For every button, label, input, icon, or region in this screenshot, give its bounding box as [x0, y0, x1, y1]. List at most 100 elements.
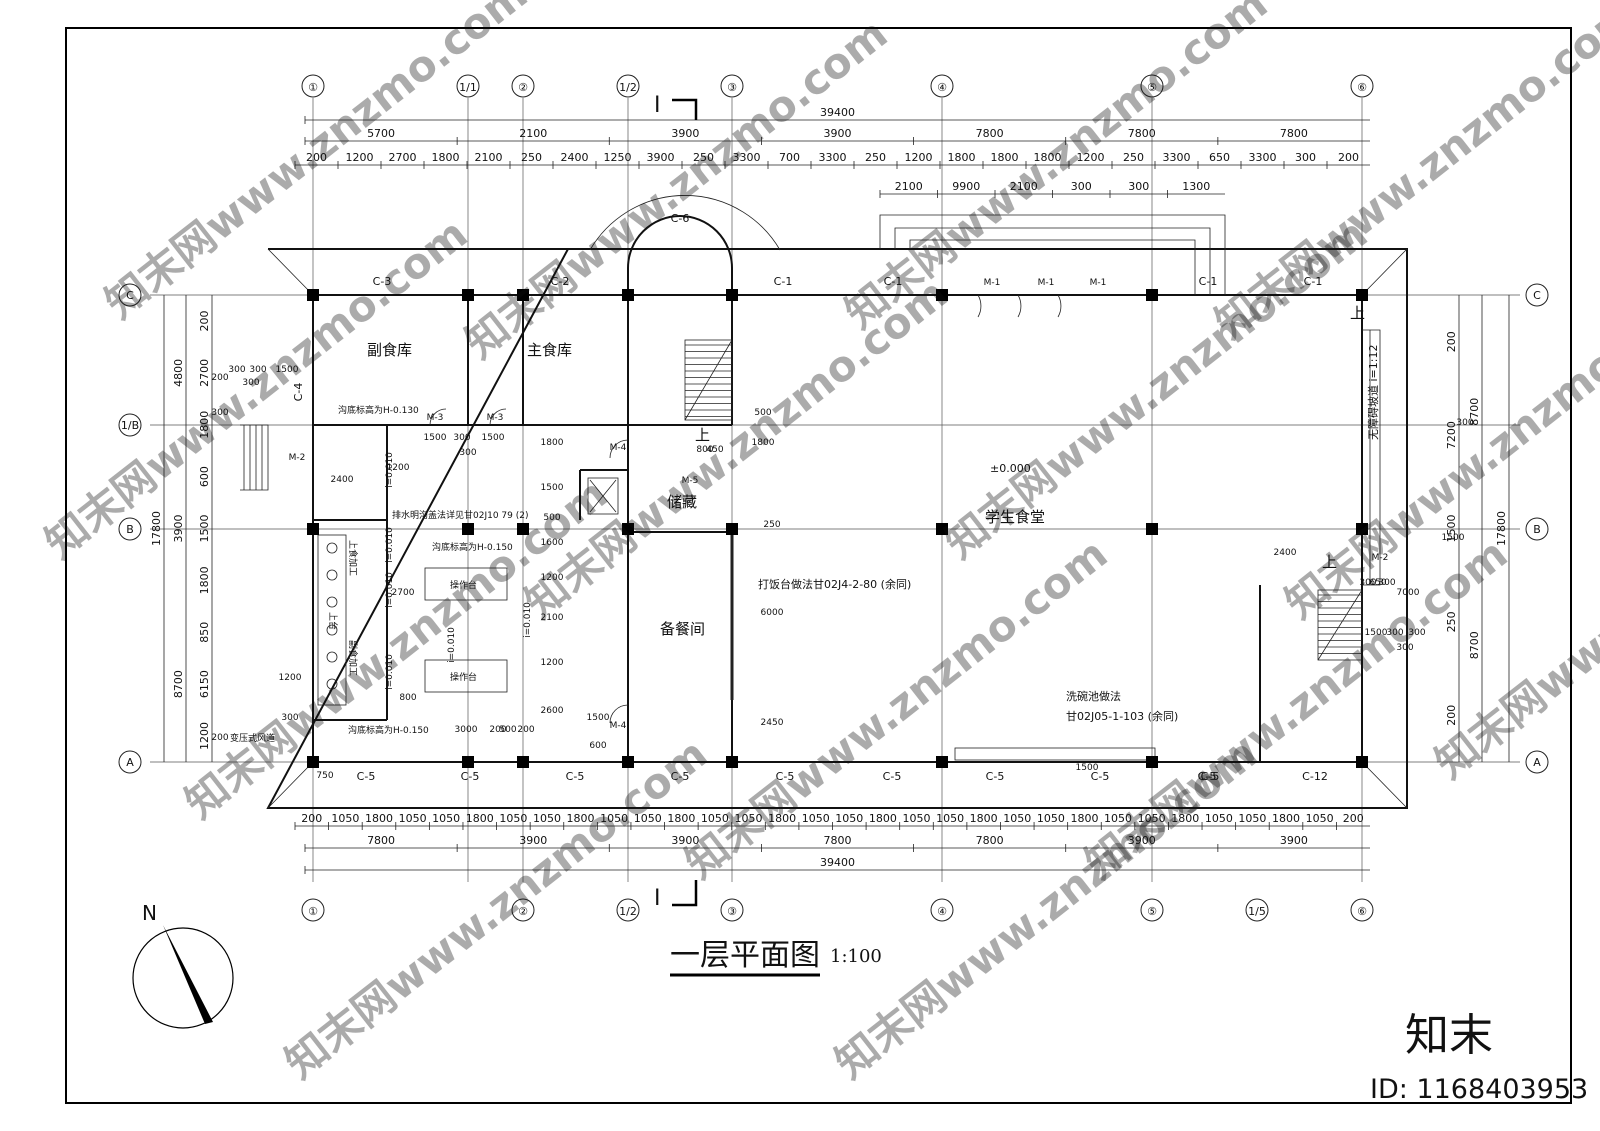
dim-misc-35: 300: [1378, 578, 1395, 588]
window-label-10: C-5: [566, 770, 585, 783]
dim-bottom_row2-5: 3900: [1128, 834, 1156, 847]
dim-bottom_row1-31: 200: [1343, 812, 1364, 825]
dim-misc-15: 500: [543, 513, 560, 523]
axis-top-bubble-3: [616, 74, 640, 98]
dim-right_row2-2: 1500: [1445, 515, 1458, 543]
dim-misc-10: 450: [706, 445, 723, 455]
svg-text:I: I: [654, 93, 661, 118]
axis-top-bubble-5: [930, 74, 954, 98]
burner-0: [326, 542, 338, 554]
dim-misc-25: 500: [499, 725, 516, 735]
dim-left_row1-1: 3900: [172, 515, 185, 543]
drawing-title: 一层平面图: [670, 938, 820, 973]
roof-hip-lines: [267, 248, 1408, 809]
axis-bottom-label-1: ②: [518, 905, 528, 918]
column-15: [936, 289, 948, 301]
dim-left_row2-7: 6150: [198, 670, 211, 698]
door-label-8: M-4: [610, 721, 627, 731]
dim-bottom_row1-4: 1050: [432, 812, 460, 825]
note-6: 洗碗池做法: [1066, 689, 1121, 703]
window-label-7: C-4: [292, 383, 305, 402]
dim-left_total-0: 17800: [150, 511, 163, 546]
dim-top_row1-6: 7800: [1280, 127, 1308, 140]
dim-left_row2-5: 1800: [198, 566, 211, 594]
burner-2: [326, 596, 338, 608]
dim-top_row2-22: 3300: [1249, 151, 1277, 164]
dim-bottom_row1-15: 1050: [802, 812, 830, 825]
dim-misc-8: 2400: [331, 475, 354, 485]
dim-top_row2-23: 300: [1295, 151, 1316, 164]
window-label-17: C-5: [1201, 770, 1220, 783]
dim-bottom_row1-8: 1800: [567, 812, 595, 825]
note-8: 无障碍坡道 i=1:12: [1366, 345, 1380, 440]
dim-misc-23: 200: [489, 725, 506, 735]
dim-top_row1-5: 7800: [1128, 127, 1156, 140]
axis-top-label-0: ①: [308, 81, 318, 94]
dim-misc-1: 300: [249, 365, 266, 375]
operation-table-2: [424, 659, 508, 693]
stove-counter: [317, 534, 347, 706]
door-label-5: M-2: [289, 453, 306, 463]
note-9: ±0.000: [990, 462, 1031, 475]
column-14: [726, 756, 738, 768]
dishwash-sink: [954, 747, 1156, 761]
dim-bottom_row1-11: 1800: [667, 812, 695, 825]
dim-top_row2-8: 3900: [647, 151, 675, 164]
axis-bottom-label-5: ⑤: [1147, 905, 1157, 918]
dim-misc-11: 1800: [752, 438, 775, 448]
axis-left-bubble-3: [118, 750, 142, 774]
section-mark-top: I: [654, 93, 698, 120]
dim-misc-36: 1500: [1365, 628, 1388, 638]
accessible-ramp: [1362, 329, 1381, 586]
stove-burners: [326, 542, 338, 690]
stair-lower: [1317, 589, 1363, 661]
dim-top_row3-4: 300: [1128, 180, 1149, 193]
slope-labels: i=0.010i=0.010i=0.010i=0.010i=0.010i=0.0…: [385, 452, 533, 690]
axis-bottom-label-4: ④: [937, 905, 947, 918]
dim-bottom_row2-4: 7800: [976, 834, 1004, 847]
note-1: 沟底标高为H-0.130: [338, 404, 419, 416]
dim-bottom_row2-0: 7800: [367, 834, 395, 847]
section-mark-bottom: I: [654, 880, 698, 911]
dim-bottom_row1-19: 1050: [936, 812, 964, 825]
dim-bottom_row1-12: 1050: [701, 812, 729, 825]
window-label-3: C-1: [774, 275, 793, 288]
dim-top_row2-11: 700: [779, 151, 800, 164]
drawing-frame: [65, 27, 1572, 1104]
column-23: [1356, 756, 1368, 768]
drawing-scale: 1:100: [830, 946, 882, 967]
window-label-4: C-1: [884, 275, 903, 288]
dim-top_row3-1: 9900: [952, 180, 980, 193]
axis-top-label-2: ②: [518, 81, 528, 94]
dim-bottom_row1-22: 1050: [1037, 812, 1065, 825]
watermark-6: 知末网www.znzmo.com: [936, 209, 1376, 568]
dim-misc-39: 300: [1396, 643, 1413, 653]
dim-misc-12: 500: [754, 408, 771, 418]
dim-misc-32: 2400: [1274, 548, 1297, 558]
door-label-4: M-3: [487, 413, 504, 423]
dim-total_top-0: 39400: [820, 106, 855, 119]
room-label-3: 储藏: [667, 493, 697, 511]
dim-top_row3-2: 2100: [1010, 180, 1038, 193]
note-3: 沟底标高为H-0.150: [432, 541, 513, 553]
column-13: [726, 523, 738, 535]
room-label-2: 主食库: [527, 341, 572, 359]
column-12: [726, 289, 738, 301]
elevator-cross: [589, 479, 617, 513]
window-label-1: C-2: [551, 275, 570, 288]
dim-bottom_row1-30: 1050: [1306, 812, 1334, 825]
dim-misc-5: 300: [453, 433, 470, 443]
axis-bottom-bubble-3: [720, 898, 744, 922]
column-11: [622, 756, 634, 768]
dim-bottom_row2-2: 3900: [671, 834, 699, 847]
dim-bottom_row1-5: 1800: [466, 812, 494, 825]
door-label-9: M-2: [1372, 553, 1389, 563]
dim-misc-41: 2700: [392, 588, 415, 598]
dim-bottom_row2-3: 7800: [824, 834, 852, 847]
dim-misc-21: 1500: [587, 713, 610, 723]
dim-misc-16: 1600: [541, 538, 564, 548]
axis-top-bubble-1: [456, 74, 480, 98]
burner-4: [326, 651, 338, 663]
north-label: N: [142, 901, 157, 925]
dim-misc-13: 1800: [541, 438, 564, 448]
